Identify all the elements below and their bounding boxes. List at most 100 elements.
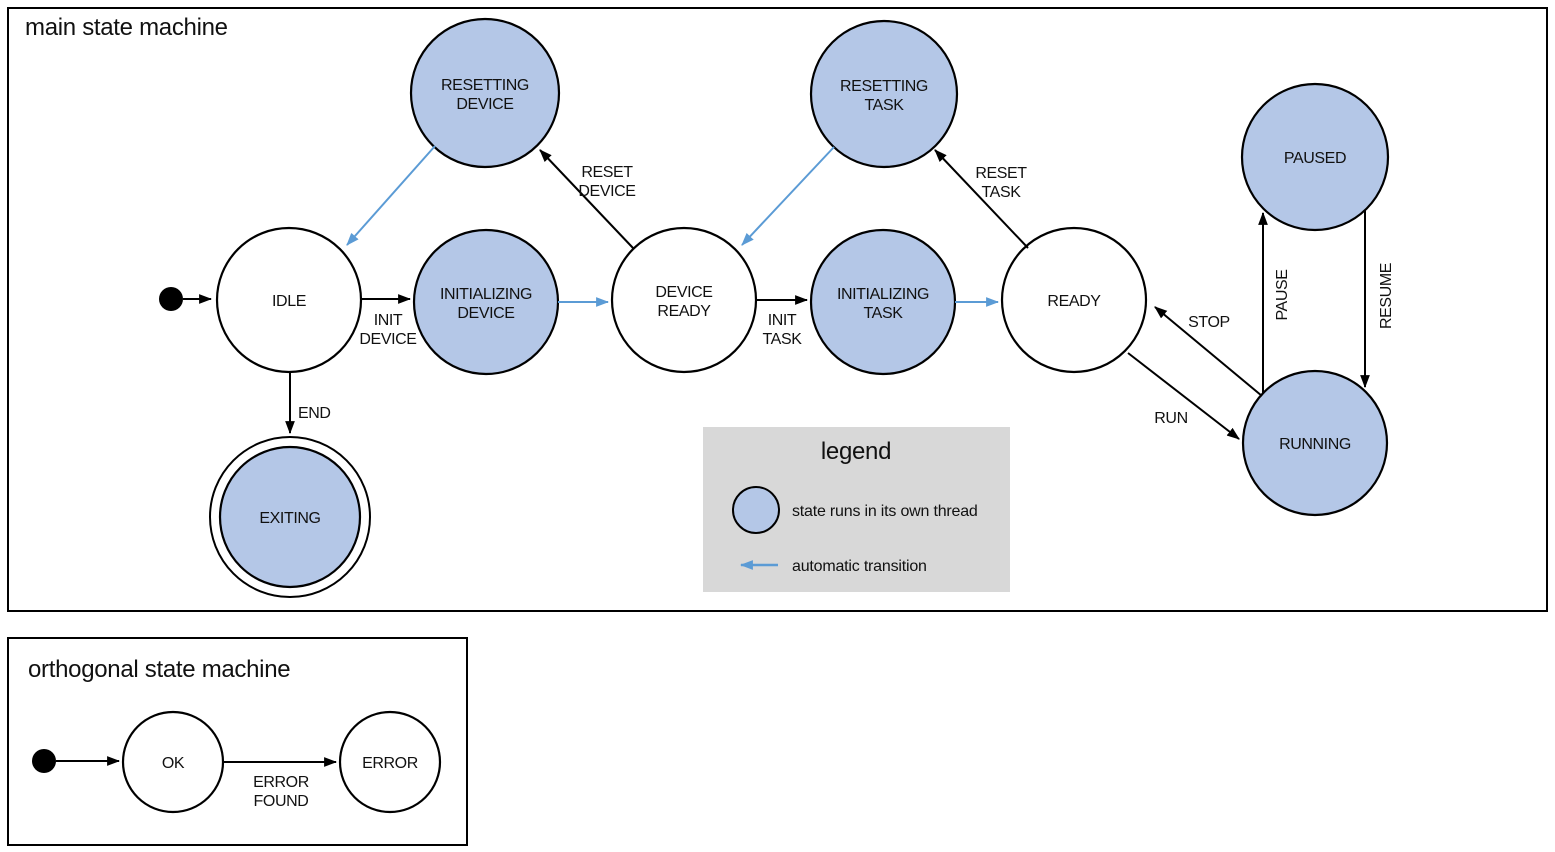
machine-border — [7, 7, 1548, 612]
state-circle — [1000, 226, 1148, 374]
transition-stop: STOP — [1154, 306, 1263, 397]
state-label-line: DEVICE — [457, 305, 514, 322]
transition-label: RESUME — [1378, 263, 1395, 329]
state-ok: OK — [121, 710, 225, 814]
transition-label-line: PAUSE — [1274, 269, 1291, 320]
state-ready: READY — [1000, 226, 1148, 374]
transition-label-line: INIT — [374, 312, 403, 329]
transition-end: END — [285, 372, 331, 435]
state-circle — [338, 710, 442, 814]
machine-border — [7, 637, 468, 846]
state-label: RUNNING — [1279, 436, 1351, 453]
transition-reset-device: RESET DEVICE — [539, 149, 636, 249]
transition-resume: RESUME — [1360, 210, 1395, 389]
state-circle — [1240, 82, 1390, 232]
transition-label-line: STOP — [1188, 314, 1230, 331]
transition-line — [741, 146, 835, 246]
transition-label-line: RUN — [1154, 410, 1187, 427]
initial-state-dot — [159, 287, 183, 311]
legend-threaded-state-icon — [732, 486, 780, 534]
transition-label-line: DEVICE — [359, 331, 416, 348]
legend-item-auto-transition-line: automatic transition — [792, 558, 927, 575]
transition-line — [934, 149, 1029, 249]
transition-line — [1127, 352, 1240, 440]
state-label: EXITING — [259, 510, 320, 527]
state-label-line: DEVICE — [456, 96, 513, 113]
state-label-line: TASK — [863, 305, 903, 322]
state-initializing-task: INITIALIZING TASK — [809, 228, 957, 376]
transition-label: INIT TASK — [762, 312, 802, 348]
transition-label: RUN — [1154, 410, 1187, 427]
state-label-line: PAUSED — [1284, 150, 1346, 167]
legend-title: legend — [821, 438, 891, 465]
transition-label-line: INIT — [768, 312, 797, 329]
state-paused: PAUSED — [1240, 82, 1390, 232]
state-exiting: EXITING — [209, 436, 371, 598]
legend-title-line: legend — [821, 438, 891, 465]
transition-label: RESET TASK — [975, 165, 1027, 201]
transition-line — [1154, 306, 1263, 397]
state-label-line: OK — [162, 755, 185, 772]
legend-item-thread-state-line: state runs in its own thread — [792, 503, 978, 520]
state-circle — [409, 17, 561, 169]
transition-label-line: RESET — [581, 164, 633, 181]
machine-title: main state machine — [25, 14, 228, 41]
state-label-line: RUNNING — [1279, 436, 1351, 453]
state-label: INITIALIZING TASK — [837, 286, 929, 322]
transition-label: RESET DEVICE — [578, 164, 635, 200]
transition-pause: PAUSE — [1258, 211, 1291, 393]
transition-label-line: DEVICE — [578, 183, 635, 200]
transition-label: STOP — [1188, 314, 1230, 331]
machine-title-line: orthogonal state machine — [28, 656, 290, 683]
machine-title: orthogonal state machine — [28, 656, 290, 683]
state-label-line: EXITING — [259, 510, 320, 527]
state-circle — [809, 19, 959, 169]
state-label-line: TASK — [864, 97, 904, 114]
transition-line — [346, 145, 436, 246]
transition-run: RUN — [1127, 352, 1240, 440]
state-label: OK — [162, 755, 185, 772]
transition-label-line: FOUND — [254, 793, 309, 810]
state-label-line: INITIALIZING — [440, 286, 532, 303]
machine-title-line: main state machine — [25, 14, 228, 41]
transition-line — [539, 149, 634, 249]
transition-resetting-task-to-device-ready — [741, 146, 835, 246]
state-label: READY — [1047, 293, 1101, 310]
state-idle: IDLE — [215, 226, 363, 374]
legend-item-auto-transition: automatic transition — [792, 558, 927, 575]
state-label: RESETTING DEVICE — [441, 77, 529, 113]
transition-label-line: RESET — [975, 165, 1027, 182]
state-label: PAUSED — [1284, 150, 1346, 167]
state-label-line: INITIALIZING — [837, 286, 929, 303]
state-label: IDLE — [272, 293, 306, 310]
state-error: ERROR — [338, 710, 442, 814]
transition-label-line: TASK — [762, 331, 802, 348]
transition-label: INIT DEVICE — [359, 312, 416, 348]
state-label-line: IDLE — [272, 293, 306, 310]
state-label-line: ERROR — [362, 755, 418, 772]
state-label-line: READY — [1047, 293, 1101, 310]
transition-label: PAUSE — [1274, 269, 1291, 320]
state-resetting-device: RESETTING DEVICE — [409, 17, 561, 169]
transition-resetting-device-to-idle — [346, 145, 436, 246]
state-label: INITIALIZING DEVICE — [440, 286, 532, 322]
legend: legend state runs in its own thread automa… — [703, 427, 1010, 592]
state-running: RUNNING — [1241, 369, 1389, 517]
transition-init-task: INIT TASK — [756, 295, 809, 348]
transition-label: END — [298, 405, 331, 422]
transition-label-line: RESUME — [1378, 263, 1395, 329]
state-label-line: RESETTING — [441, 77, 529, 94]
transition-label-line: END — [298, 405, 331, 422]
transition-label-line: TASK — [981, 184, 1021, 201]
legend-item-thread-state: state runs in its own thread — [792, 503, 978, 520]
state-label-line: DEVICE — [655, 284, 712, 301]
state-label: ERROR — [362, 755, 418, 772]
